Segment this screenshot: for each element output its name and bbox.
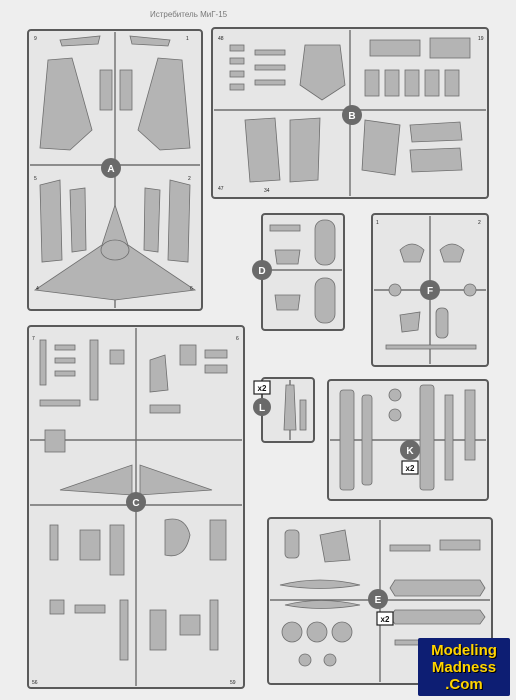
- sprue-c-badge: [126, 492, 146, 512]
- modeling-madness-watermark: Modeling Madness .Com: [418, 638, 510, 696]
- svg-text:56: 56: [32, 680, 38, 686]
- sprue-l: x2 L: [253, 377, 315, 443]
- watermark-line-1: Modeling: [431, 641, 497, 659]
- sprue-k-badge: [400, 440, 420, 460]
- svg-text:6: 6: [190, 286, 193, 292]
- sprue-a-badge: [101, 158, 121, 178]
- svg-text:19: 19: [478, 36, 484, 42]
- sprue-l-multiplier: x2: [258, 384, 267, 393]
- watermark-line-2: Madness: [431, 658, 497, 676]
- sprue-a-label: A: [107, 164, 114, 175]
- sprue-e-badge: [368, 589, 388, 609]
- svg-text:9: 9: [34, 36, 37, 42]
- svg-text:6: 6: [236, 336, 239, 342]
- svg-text:59: 59: [230, 680, 236, 686]
- sprue-k: K x2: [327, 379, 489, 501]
- sprue-l-badge: [253, 398, 271, 416]
- watermark-line-3: .Com: [445, 675, 483, 693]
- sprue-d: D: [252, 213, 345, 331]
- sheet-header-text: Истребитель МиГ-15: [150, 10, 228, 19]
- sprue-b-label: B: [348, 111, 355, 122]
- sprue-e-label: E: [375, 595, 382, 606]
- sprue-d-label: D: [258, 266, 265, 277]
- svg-text:5: 5: [34, 176, 37, 182]
- svg-text:47: 47: [218, 186, 224, 192]
- sprue-k-label: K: [406, 446, 414, 457]
- svg-text:2: 2: [478, 220, 481, 226]
- sprue-f-label: F: [427, 286, 433, 297]
- svg-text:1: 1: [186, 36, 189, 42]
- sprue-l-label: L: [259, 403, 265, 414]
- sprue-b-badge: [342, 105, 362, 125]
- sprue-a: 9 1 5 2 4 6 A: [27, 29, 203, 311]
- sprue-k-multiplier-box: [401, 460, 419, 475]
- sprue-k-multiplier: x2: [406, 464, 415, 473]
- svg-text:48: 48: [218, 36, 224, 42]
- sprue-e-multiplier: x2: [381, 615, 390, 624]
- svg-text:1: 1: [376, 220, 379, 226]
- svg-text:4: 4: [36, 286, 39, 292]
- sprue-f-badge: [420, 280, 440, 300]
- sprue-f: 1 2 F: [371, 213, 489, 367]
- sprue-l-multiplier-box: [253, 380, 271, 395]
- svg-text:2: 2: [188, 176, 191, 182]
- sprue-d-badge: [252, 260, 272, 280]
- sprue-e-multiplier-box: [376, 611, 394, 626]
- sprue-c: 7 6 56 59 C: [27, 325, 245, 689]
- svg-text:7: 7: [32, 336, 35, 342]
- sprue-b: 48 19 47 34 B: [211, 27, 489, 199]
- sprue-c-label: C: [132, 498, 139, 509]
- svg-text:34: 34: [264, 188, 270, 194]
